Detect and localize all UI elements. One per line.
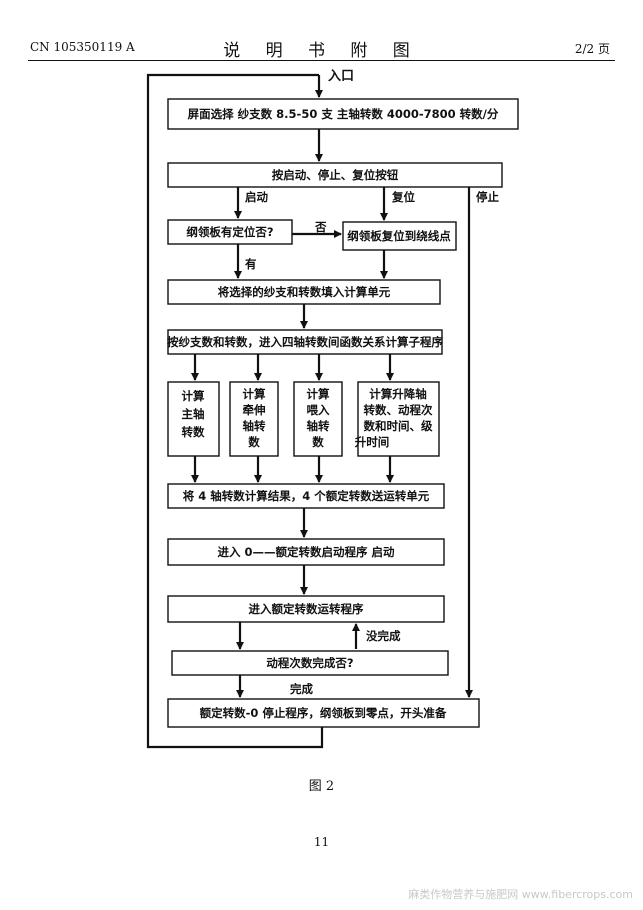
stroke-decision-text: 动程次数完成否? — [266, 656, 353, 670]
calc-draft-shaft-box — [229, 381, 279, 457]
calc-main-shaft-line-2: 主轴 — [182, 407, 205, 421]
start-label: 启动 — [245, 190, 268, 204]
fill-calc-text: 将选择的纱支和转数填入计算单元 — [218, 285, 391, 299]
page-count: 2/2 页 — [574, 42, 610, 56]
calc-feed-shaft-line-1: 计算 — [307, 387, 330, 401]
calc-main-shaft-line-1: 计算 — [182, 389, 205, 403]
calc-lift-shaft-line-2: 转数、动程次 — [364, 403, 433, 417]
not-done-label: 没完成 — [366, 629, 401, 643]
watermark: 麻类作物营养与施肥网 www.fibercrops.com — [408, 888, 633, 901]
calc-main-shaft-line-3: 转数 — [182, 425, 205, 439]
patent-number: CN 105350119 A — [30, 40, 135, 54]
calc-lift-shaft-line-4: 升时间 — [355, 435, 390, 449]
positioning-decision-box — [167, 219, 293, 245]
rated-run-box — [167, 595, 445, 623]
send-results-box — [167, 483, 445, 509]
calc-feed-shaft-line-2: 喂入 — [307, 403, 330, 417]
calc-feed-shaft-box — [293, 381, 343, 457]
screen-select-text: 屏面选择 纱支数 8.5-50 支 主轴转数 4000-7800 转数/分 — [188, 107, 499, 121]
buttons-text: 按启动、停止、复位按钮 — [272, 168, 399, 182]
stroke-decision-box — [171, 650, 449, 676]
startup-program-text: 进入 0——额定转数启动程序 启动 — [217, 545, 395, 559]
reset-position-box — [342, 221, 457, 251]
calc-subprogram-box — [167, 329, 443, 355]
calc-draft-shaft-line-4: 数 — [248, 435, 260, 449]
send-results-text: 将 4 轴转数计算结果，4 个额定转数送运转单元 — [183, 489, 430, 503]
loop-line — [146, 73, 324, 749]
calc-lift-shaft-box — [357, 381, 440, 457]
positioning-decision-text: 纲领板有定位否? — [186, 225, 273, 239]
reset-position-text: 纲领板复位到绕线点 — [347, 229, 451, 243]
buttons-box — [167, 162, 503, 188]
calc-draft-shaft-line-3: 轴转 — [243, 419, 266, 433]
figure-caption: 图 2 — [308, 779, 335, 794]
calc-feed-shaft-line-4: 数 — [312, 435, 324, 449]
reset-label: 复位 — [391, 190, 415, 204]
page-number: 11 — [313, 835, 330, 849]
calc-draft-shaft-line-2: 牵伸 — [243, 403, 266, 417]
startup-program-box — [167, 538, 445, 566]
no-label: 否 — [314, 220, 327, 234]
entry-label: 入口 — [328, 69, 354, 84]
header-rule — [28, 60, 615, 61]
calc-lift-shaft-line-1: 计算升降轴 — [369, 387, 427, 401]
calc-subprogram-text: 按纱支数和转数，进入四轴转数间函数关系计算子程序 — [167, 335, 443, 349]
screen-select-box — [167, 98, 519, 130]
stop-program-box — [167, 698, 480, 728]
calc-main-shaft-box — [167, 381, 220, 457]
fill-calc-box — [167, 279, 441, 305]
calc-draft-shaft-line-1: 计算 — [243, 387, 266, 401]
calc-lift-shaft-line-3: 数和时间、级 — [364, 419, 433, 433]
done-label: 完成 — [290, 682, 313, 696]
yes-label: 有 — [245, 257, 257, 271]
calc-feed-shaft-line-3: 轴转 — [307, 419, 330, 433]
page-title: 说 明 书 附 图 — [223, 41, 420, 61]
rated-run-text: 进入额定转数运转程序 — [249, 602, 364, 616]
stop-program-text: 额定转数-0 停止程序，纲领板到零点，开头准备 — [200, 706, 447, 720]
stop-label: 停止 — [476, 190, 499, 204]
